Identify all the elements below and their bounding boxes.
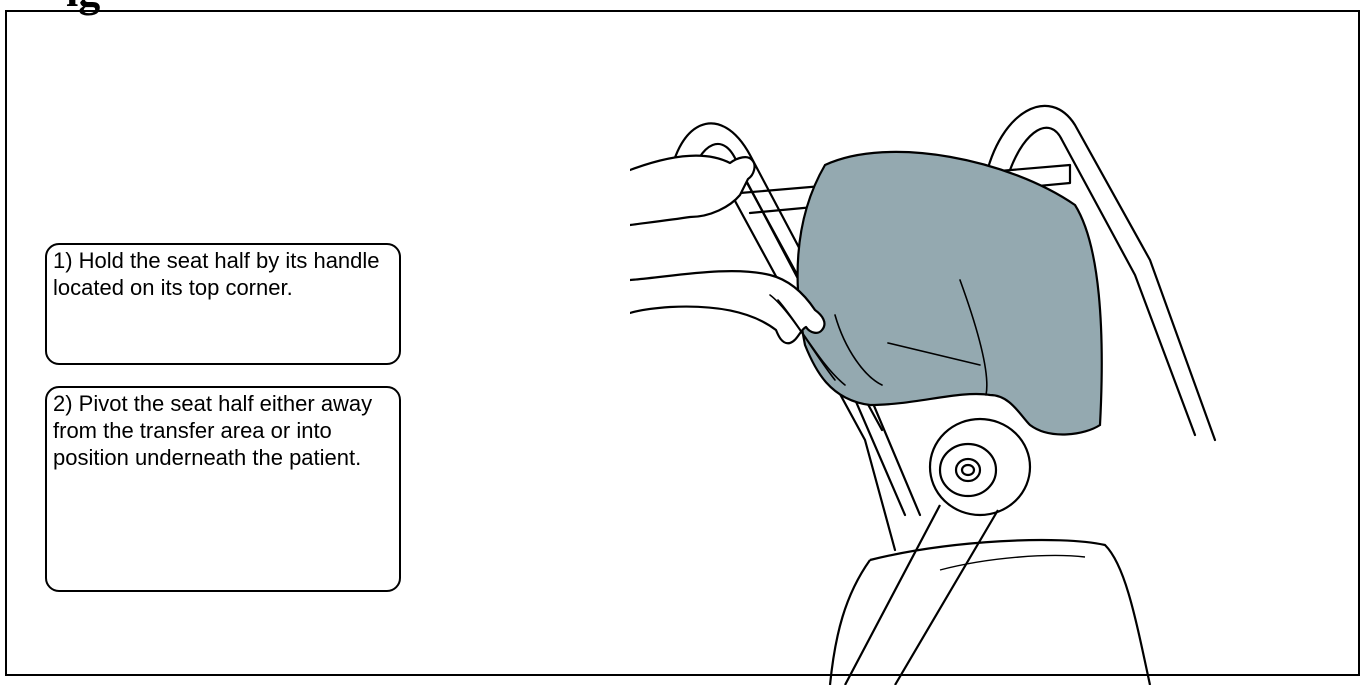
pivot-hub — [930, 419, 1030, 515]
upper-hand — [630, 156, 755, 225]
instruction-step-1: 1) Hold the seat half by its handle loca… — [45, 243, 401, 365]
page-title-fragment: ig — [66, 0, 100, 14]
lower-base — [830, 540, 1150, 685]
lower-arm — [845, 505, 998, 685]
lower-base-detail — [940, 556, 1085, 570]
lower-hand — [630, 271, 824, 343]
instruction-step-2: 2) Pivot the seat half either away from … — [45, 386, 401, 592]
seat-cushion — [798, 152, 1102, 435]
seat-half-illustration — [630, 95, 1230, 685]
